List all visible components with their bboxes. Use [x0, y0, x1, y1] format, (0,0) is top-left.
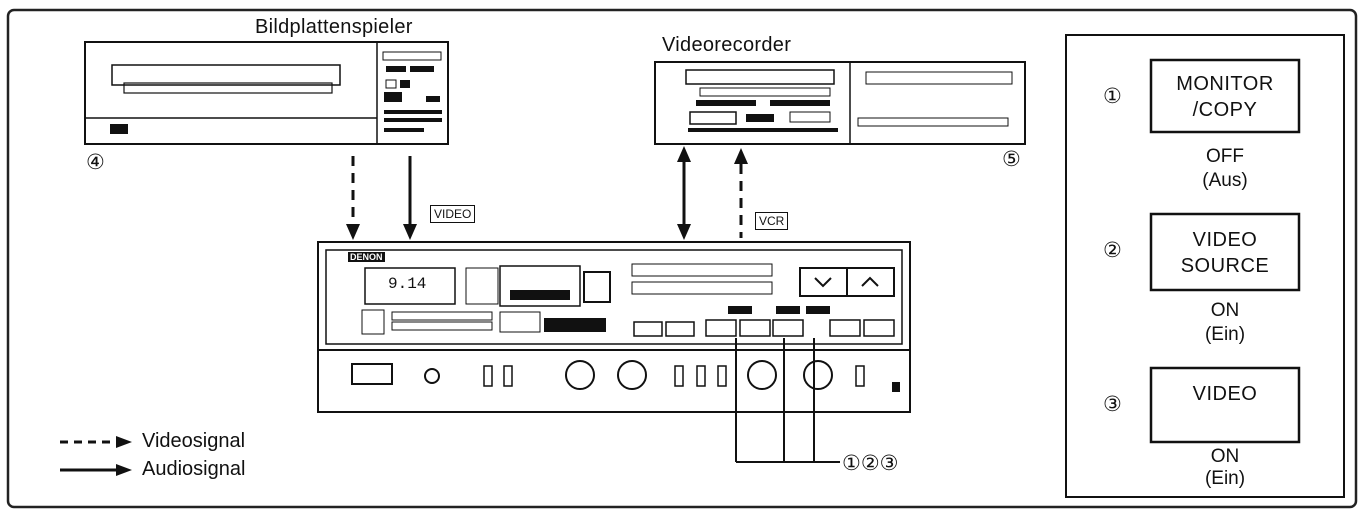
receiver-display: 9.14	[388, 275, 427, 293]
vcr-label: Videorecorder	[662, 34, 792, 56]
video-signal-arrow-vcr	[734, 148, 748, 238]
diagram-border	[6, 8, 1358, 509]
callout-lines	[735, 338, 840, 463]
button-1-label-line1: MONITOR	[1176, 73, 1274, 95]
button-2-label-line2: SOURCE	[1180, 255, 1270, 277]
video-signal-arrow-disc	[346, 156, 360, 240]
button-3-state-sub: (Ein)	[1204, 468, 1246, 489]
button-2-label-line1: VIDEO	[1192, 229, 1258, 251]
disc-player-illustration	[84, 41, 449, 145]
receiver-brand: DENON	[348, 252, 385, 262]
vcr-signal-tag: VCR	[755, 212, 789, 230]
audio-signal-arrow-disc	[403, 156, 417, 240]
button-legend-panel	[1065, 34, 1345, 498]
audio-signal-arrow-vcr	[677, 146, 691, 240]
button-3-number: ③	[1103, 393, 1122, 416]
video-source-button-box	[1149, 212, 1301, 292]
vcr-number: ⑤	[1002, 148, 1021, 171]
legend-audio-label: Audiosignal	[142, 458, 246, 480]
receiver-illustration	[317, 241, 911, 413]
button-1-label-line2: /COPY	[1192, 99, 1258, 121]
button-2-state: ON	[1210, 300, 1240, 321]
button-2-state-sub: (Ein)	[1204, 324, 1246, 345]
callout-numbers: ①②③	[842, 452, 899, 475]
disc-player-label: Bildplattenspieler	[255, 16, 413, 38]
legend-video-label: Videosignal	[142, 430, 246, 452]
vcr-illustration	[654, 61, 1026, 145]
button-3-state: ON	[1210, 446, 1240, 467]
video-button-box	[1149, 366, 1301, 444]
button-3-label-line1: VIDEO	[1192, 383, 1258, 405]
button-2-number: ②	[1103, 239, 1122, 262]
button-1-state: OFF	[1206, 146, 1244, 167]
disc-player-number: ④	[86, 151, 105, 174]
button-1-state-sub: (Aus)	[1202, 170, 1248, 191]
monitor-copy-button-box	[1149, 58, 1301, 134]
video-signal-tag: VIDEO	[430, 205, 476, 223]
legend-video-mark	[60, 436, 132, 448]
button-1-number: ①	[1103, 85, 1122, 108]
legend-audio-mark	[60, 464, 132, 476]
